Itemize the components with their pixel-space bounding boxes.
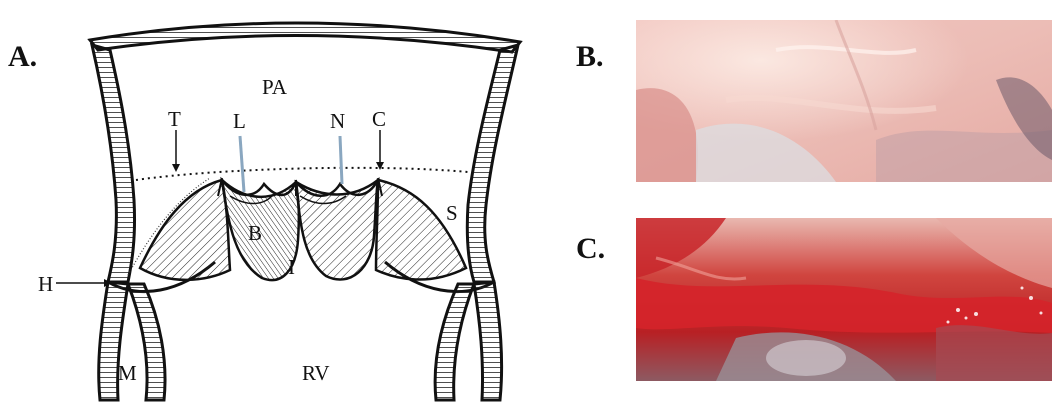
leader-l: [240, 136, 244, 192]
label-pa: PA: [262, 75, 288, 99]
label-n: N: [330, 109, 345, 133]
vessel-rim: [90, 23, 520, 52]
label-rv: RV: [302, 361, 330, 385]
panel-label-c: C.: [576, 232, 605, 266]
valve-leaflets: [128, 178, 466, 280]
label-c: C: [372, 107, 386, 131]
label-i: I: [288, 255, 295, 279]
panel-label-b: B.: [576, 40, 604, 74]
ventricle-wall: [99, 282, 502, 400]
label-l: L: [233, 109, 246, 133]
photo-b-valve-tissue: [636, 20, 1052, 182]
leader-n: [340, 136, 342, 184]
sinotubular-junction: [136, 168, 468, 180]
label-s: S: [446, 201, 458, 225]
label-h: H: [38, 272, 53, 296]
label-t: T: [168, 107, 181, 131]
pulmonary-valve-diagram: PA T L N C B S I H M RV: [0, 0, 560, 410]
photo-c-valve-tissue: [636, 218, 1052, 381]
label-b: B: [248, 221, 262, 245]
label-m: M: [118, 361, 137, 385]
